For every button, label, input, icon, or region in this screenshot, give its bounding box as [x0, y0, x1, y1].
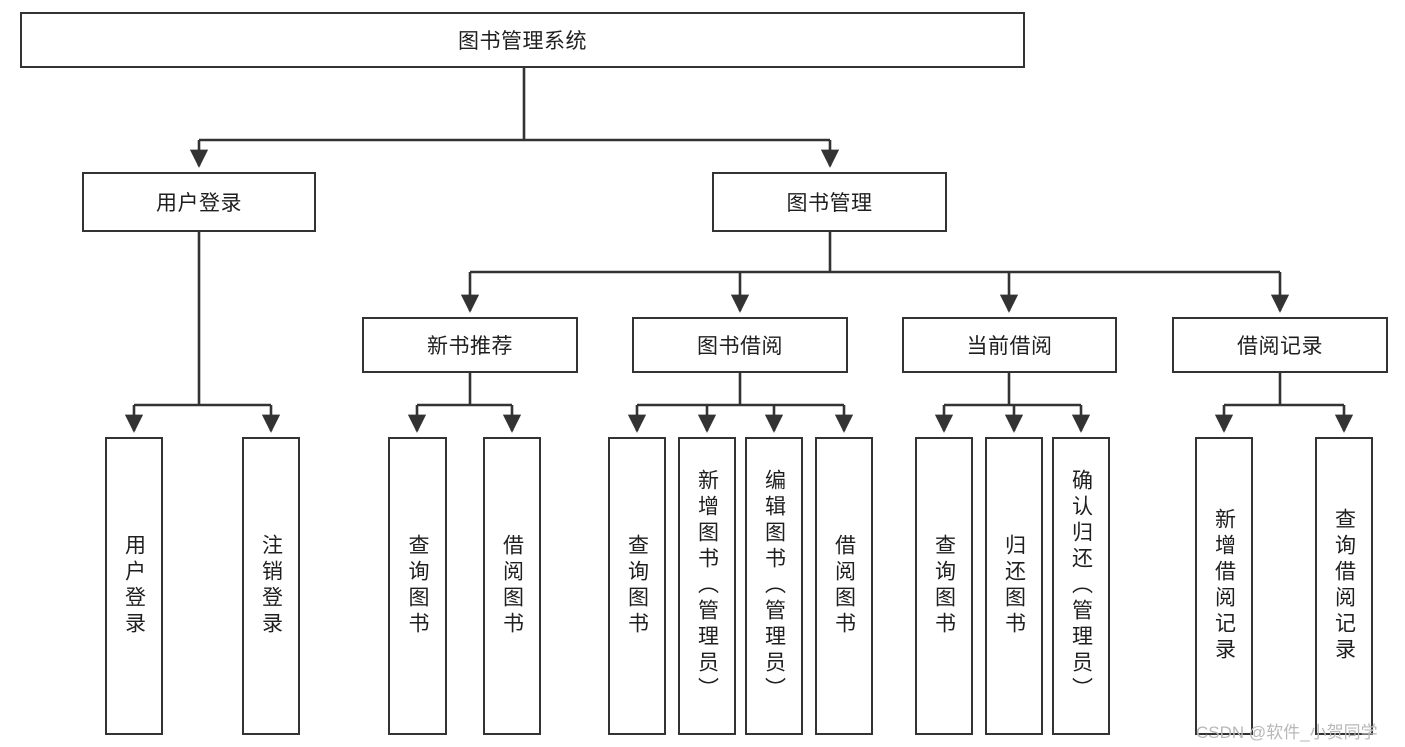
leaf-borrow-book-label: 借阅图书	[832, 534, 856, 638]
leaf-edit-book-admin-label: 编辑图书（管理员）	[762, 469, 786, 703]
leaf-confirm-return-admin-label: 确认归还（管理员）	[1069, 469, 1093, 703]
node-book-management[interactable]: 图书管理	[712, 172, 947, 232]
node-borrow-record[interactable]: 借阅记录	[1172, 317, 1388, 373]
leaf-add-book-admin[interactable]: 新增图书（管理员）	[678, 437, 736, 735]
leaf-borrow-book-recommend-label: 借阅图书	[500, 534, 524, 638]
leaf-user-login-label: 用户登录	[122, 534, 146, 638]
leaf-query-book-current-label: 查询图书	[932, 534, 956, 638]
leaf-return-book[interactable]: 归还图书	[985, 437, 1043, 735]
node-root[interactable]: 图书管理系统	[20, 12, 1025, 68]
leaf-add-borrow-record-label: 新增借阅记录	[1212, 508, 1236, 664]
leaf-query-book-recommend[interactable]: 查询图书	[388, 437, 447, 735]
leaf-query-book-recommend-label: 查询图书	[406, 534, 429, 638]
leaf-add-book-admin-label: 新增图书（管理员）	[695, 469, 719, 703]
leaf-query-borrow-record[interactable]: 查询借阅记录	[1315, 437, 1373, 735]
node-book-borrow[interactable]: 图书借阅	[632, 317, 848, 373]
node-book-borrow-label: 图书借阅	[697, 335, 783, 358]
node-current-borrow[interactable]: 当前借阅	[902, 317, 1117, 373]
node-new-book-recommend-label: 新书推荐	[427, 335, 513, 358]
node-root-label: 图书管理系统	[458, 30, 587, 53]
leaf-query-borrow-record-label: 查询借阅记录	[1332, 508, 1356, 664]
leaf-query-book-borrow-label: 查询图书	[625, 534, 649, 638]
node-book-management-label: 图书管理	[786, 192, 873, 215]
leaf-user-logout-label: 注销登录	[259, 534, 283, 638]
node-borrow-record-label: 借阅记录	[1237, 335, 1323, 358]
node-new-book-recommend[interactable]: 新书推荐	[362, 317, 578, 373]
leaf-user-login[interactable]: 用户登录	[105, 437, 163, 735]
node-user-login-label: 用户登录	[156, 192, 242, 215]
leaf-edit-book-admin[interactable]: 编辑图书（管理员）	[745, 437, 803, 735]
leaf-borrow-book[interactable]: 借阅图书	[815, 437, 873, 735]
node-user-login[interactable]: 用户登录	[82, 172, 316, 232]
node-current-borrow-label: 当前借阅	[966, 335, 1053, 358]
leaf-return-book-label: 归还图书	[1002, 534, 1026, 638]
leaf-confirm-return-admin[interactable]: 确认归还（管理员）	[1052, 437, 1110, 735]
leaf-borrow-book-recommend[interactable]: 借阅图书	[483, 437, 541, 735]
leaf-query-book-borrow[interactable]: 查询图书	[608, 437, 666, 735]
leaf-query-book-current[interactable]: 查询图书	[915, 437, 973, 735]
leaf-user-logout[interactable]: 注销登录	[242, 437, 300, 735]
leaf-add-borrow-record[interactable]: 新增借阅记录	[1195, 437, 1253, 735]
